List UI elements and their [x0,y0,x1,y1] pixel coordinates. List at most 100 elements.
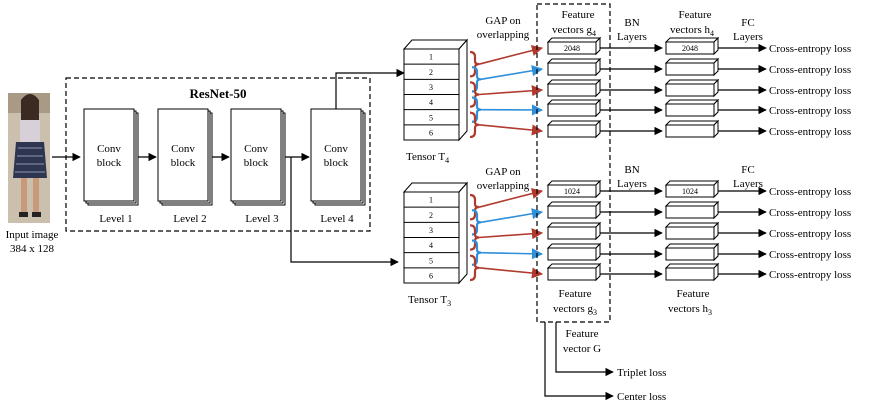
resnet-title: ResNet-50 [189,86,246,101]
conv-block-4: Conv block [310,108,366,206]
input-image-label: Input image [6,229,59,241]
gap-connections-bottom [469,188,544,282]
gap-brace-blue [471,239,482,266]
level-3-label: Level 3 [245,213,279,225]
feature-vector-h-box: 2048 [664,36,720,56]
cross-entropy-loss-label: Cross-entropy loss [769,85,851,97]
conv-block-1-line2: block [97,157,122,169]
arrow-level3-to-t3 [290,157,399,267]
cross-entropy-loss-label: Cross-entropy loss [769,207,851,219]
gap-brace-red [469,193,480,221]
h-dimension-label: 2048 [682,44,698,53]
feature-vector-g-box: 1024 [546,179,602,199]
h4-label-line1: Feature [679,9,712,21]
cross-entropy-loss-label: Cross-entropy loss [769,249,851,261]
h3-label-line2: vectors h3 [668,303,712,317]
gap-label-top-line2: overlapping [477,29,530,41]
g3-label-line1: Feature [559,288,592,300]
cross-entropy-loss-label: Cross-entropy loss [769,43,851,55]
feature-vector-g-box [546,57,602,77]
conv-block-1-line1: Conv [97,143,121,155]
g-dimension-label: 1024 [564,187,580,196]
feature-vector-h-box [664,200,720,220]
input-image [8,93,50,223]
cross-entropy-loss-label: Cross-entropy loss [769,186,851,198]
gap-brace-red [469,50,480,78]
g4-label-line2: vectors g4 [552,24,596,38]
conv-block-3-line1: Conv [244,143,268,155]
level-2-label: Level 2 [173,213,206,225]
feature-vector-h-box [664,242,720,262]
feature-vector-h-box: 1024 [664,179,720,199]
arrow-triplet-loss [555,322,614,377]
feature-vector-g-box [546,78,602,98]
h4-label-line2: vectors h4 [670,24,714,38]
g3-label-line2: vectors g3 [553,303,597,317]
feature-vector-g-box: 2048 [546,36,602,56]
conv-block-4-line1: Conv [324,143,348,155]
feature-g-label-line2: vector G [563,343,601,355]
fc-label-top-line2: Layers [733,31,763,43]
tensor-t3-label: Tensor T3 [408,294,451,308]
bn-label-top-line1: BN [624,17,639,29]
feature-vector-h-box [664,221,720,241]
feature-vector-g-box [546,262,602,282]
gap-brace-blue [471,96,482,123]
conv-block-2-line1: Conv [171,143,195,155]
gap-brace-blue [471,209,482,236]
feature-vector-g-box [546,119,602,139]
fc-label-bottom-line2: Layers [733,178,763,190]
tensor-cell-label: 6 [429,271,433,280]
bn-label-bottom-line2: Layers [617,178,647,190]
feature-vector-h-box [664,119,720,139]
feature-vector-g-box [546,221,602,241]
level-4-label: Level 4 [320,213,354,225]
feature-vector-g-box [546,200,602,220]
conv-block-1: Conv block [83,108,139,206]
g4-label-line1: Feature [562,9,595,21]
cross-entropy-loss-label: Cross-entropy loss [769,269,851,281]
gap-label-bottom-line2: overlapping [477,180,530,192]
tensor-cell-label: 1 [429,53,433,62]
h-dimension-label: 1024 [682,187,698,196]
conv-block-4-line2: block [324,157,349,169]
fc-label-top-line1: FC [741,17,754,29]
feature-vectors-box [536,3,611,323]
feature-vector-h-box [664,78,720,98]
g-dimension-label: 2048 [564,44,580,53]
gap-arrow-blue [480,248,544,260]
tensor-t4-label: Tensor T4 [406,151,449,165]
bn-label-top-line2: Layers [617,31,647,43]
gap-label-bottom-line1: GAP on [485,166,521,178]
feature-vector-g-box [546,98,602,118]
h3-label-line1: Feature [677,288,710,300]
gap-arrow-red [478,188,544,208]
triplet-loss-label: Triplet loss [617,367,666,379]
level-1-label: Level 1 [99,213,132,225]
gap-connections-top [469,45,544,139]
fc-label-bottom-line1: FC [741,164,754,176]
feature-vector-h-box [664,57,720,77]
cross-entropy-loss-label: Cross-entropy loss [769,126,851,138]
feature-vector-g-box [546,242,602,262]
gap-arrow-red [478,124,544,136]
gap-brace-red [469,254,480,282]
feature-g-label-line1: Feature [566,328,599,340]
gap-label-top-line1: GAP on [485,15,521,27]
tensor-cell-label: 2 [429,68,433,77]
tensor-cell-label: 1 [429,196,433,205]
tensor-cell-label: 2 [429,211,433,220]
gap-arrow-blue [480,65,544,81]
tensor-cell-label: 4 [429,98,433,107]
gap-arrow-red [478,85,544,97]
gap-arrow-blue [480,208,544,224]
cross-entropy-loss-label: Cross-entropy loss [769,64,851,76]
cross-entropy-loss-label: Cross-entropy loss [769,105,851,117]
gap-arrow-red [478,267,544,279]
gap-brace-red [469,111,480,139]
feature-vector-h-box [664,262,720,282]
